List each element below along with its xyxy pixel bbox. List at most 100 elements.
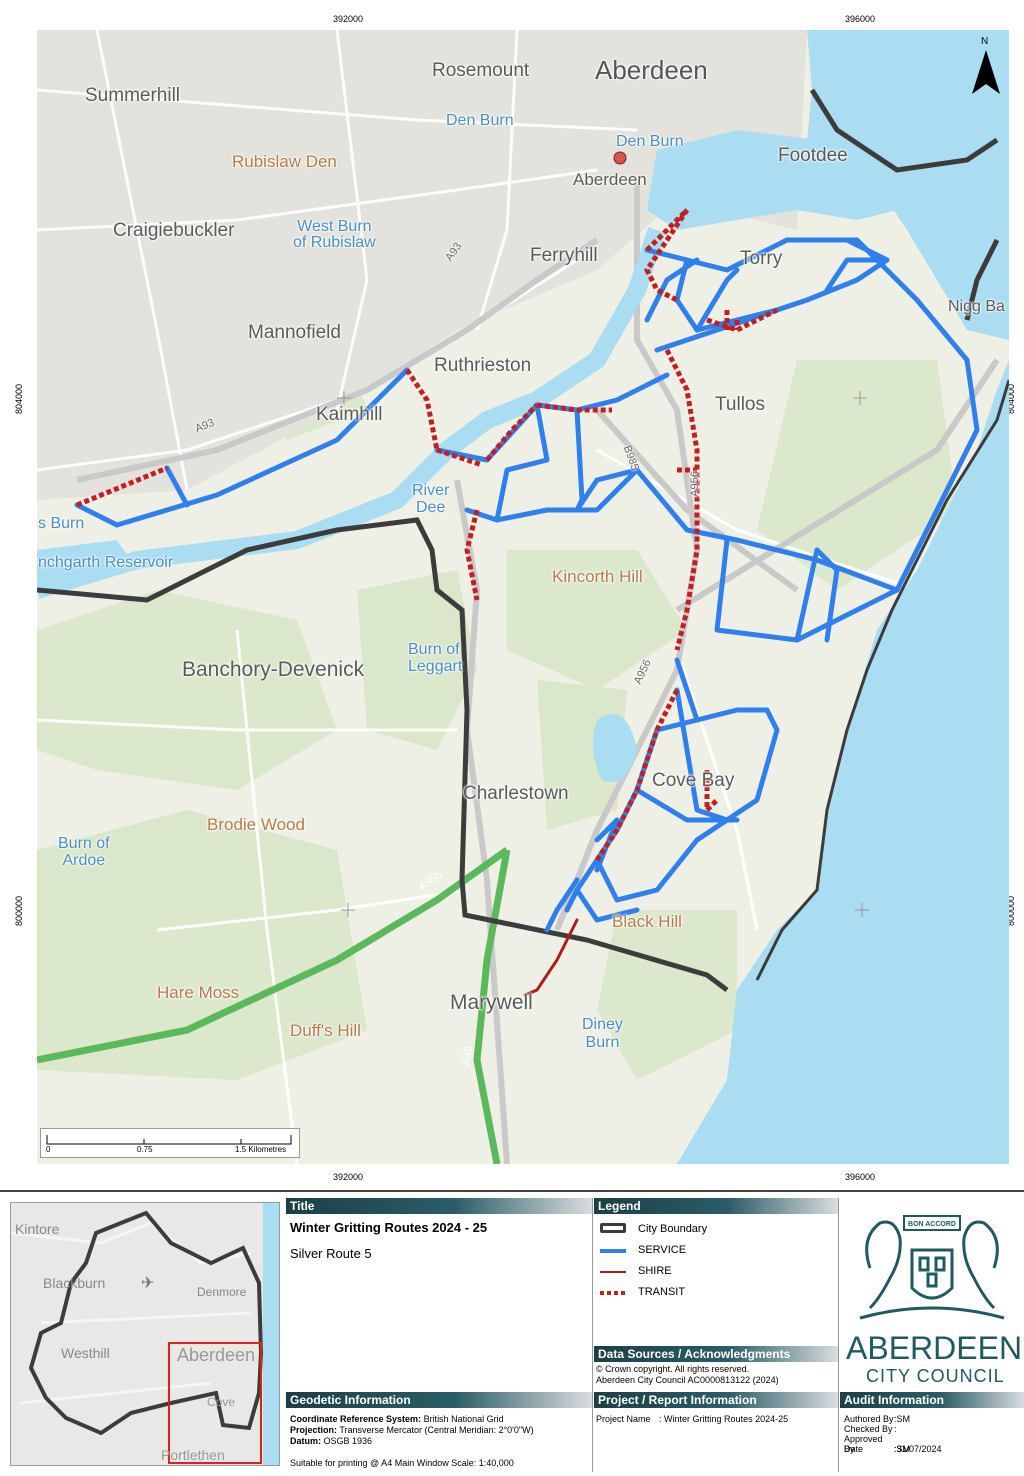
label-s-burn: s Burn	[38, 515, 85, 532]
datum-line: Datum: OSGB 1936	[290, 1436, 372, 1446]
geodetic-header: Geodetic Information	[286, 1392, 592, 1408]
project-box: Project / Report Information Project Nam…	[594, 1392, 839, 1472]
legend-symbol-service	[600, 1249, 626, 1253]
label-diney-burn: Diney Burn	[582, 1016, 623, 1052]
data-sources-box: Data Sources / Acknowledgments © Crown c…	[594, 1346, 839, 1392]
inchgarth-reservoir	[37, 540, 137, 590]
data-sources-line-1: © Crown copyright. All rights reserved.	[596, 1364, 750, 1374]
logo-aberdeen: ABERDEEN	[846, 1330, 1023, 1366]
logo-banner: BON ACCORD	[908, 1221, 956, 1228]
label-kaimhill: Kaimhill	[316, 404, 383, 425]
inset-label-westhill: Westhill	[61, 1345, 110, 1361]
map-canvas[interactable]	[37, 30, 1009, 1164]
audit-value-authored: :SM	[894, 1414, 911, 1424]
inset-label-blackburn: Blackburn	[43, 1275, 106, 1291]
inset-city-boundary	[28, 1210, 264, 1436]
label-marywell: Marywell	[450, 991, 533, 1014]
crs-value: British National Grid	[423, 1414, 504, 1424]
audit-value-checked: :	[894, 1424, 897, 1434]
crs-label: Coordinate Reference System:	[290, 1414, 422, 1424]
label-ferryhill: Ferryhill	[530, 245, 598, 266]
audit-value-approved: :SM	[894, 1444, 911, 1454]
label-ruthrieston: Ruthrieston	[434, 355, 532, 376]
audit-label-authored: Authored By	[844, 1414, 894, 1424]
inset-extent-box	[168, 1342, 262, 1464]
grid-label-bottom-396000: 396000	[845, 1172, 876, 1182]
harbour	[647, 130, 897, 230]
audit-value-date: :31/07/2024	[894, 1444, 942, 1454]
info-panel: Kintore Blackburn ✈ Denmore Westhill Abe…	[0, 1190, 1024, 1476]
label-west-burn-text: West Burn of Rubislaw	[293, 218, 376, 251]
projection-label: Projection:	[290, 1425, 338, 1435]
datum-label: Datum:	[290, 1436, 321, 1446]
legend-box: Legend City Boundary SERVICE SHIRE TRANS…	[594, 1198, 839, 1346]
label-duffs-hill: Duff's Hill	[290, 1021, 361, 1040]
logo-city-council: CITY COUNCIL	[866, 1366, 1005, 1386]
label-torry: Torry	[740, 248, 783, 269]
service-routes	[74, 237, 980, 933]
label-inchgarth-reservoir: nchgarth Reservoir	[38, 554, 174, 571]
legend-label-shire: SHIRE	[638, 1265, 672, 1277]
label-charlestown: Charlestown	[463, 783, 569, 804]
label-black-hill: Black Hill	[612, 912, 682, 931]
label-summerhill: Summerhill	[85, 85, 181, 106]
inset-map: Kintore Blackburn ✈ Denmore Westhill Abe…	[10, 1202, 280, 1466]
label-nigg-bay: Nigg Ba	[948, 298, 1005, 315]
label-mannofield: Mannofield	[248, 322, 341, 343]
coastline	[755, 379, 1009, 981]
audit-label-approved: Approved By	[844, 1434, 883, 1454]
label-river-dee-text: River Dee	[412, 482, 450, 516]
legend-symbol-transit	[600, 1291, 626, 1295]
sea	[677, 30, 1009, 1164]
grid-label-top-392000: 392000	[333, 14, 364, 24]
aberdeen-city-marker[interactable]	[613, 151, 627, 165]
label-hare-moss: Hare Moss	[157, 983, 240, 1002]
label-burn-of-ardoe-text: Burn of Ardoe	[58, 835, 110, 869]
inset-label-denmore: Denmore	[197, 1285, 247, 1299]
label-aberdeen-station: Aberdeen	[573, 170, 647, 189]
title-box: Title Winter Gritting Routes 2024 - 25 S…	[286, 1198, 593, 1394]
map-frame: 392000 396000 392000 396000 804000 80000…	[14, 14, 1016, 1182]
north-arrow-icon: N	[966, 36, 1006, 98]
legend-symbol-city-boundary	[600, 1223, 626, 1233]
label-banchory-devenick: Banchory-Devenick	[182, 658, 365, 681]
grid-label-left-804000: 804000	[14, 383, 25, 415]
scale-label-075: 0.75	[137, 1145, 153, 1154]
label-footdee: Footdee	[778, 145, 848, 166]
label-diney-burn-text: Diney Burn	[582, 1016, 623, 1051]
label-west-burn: West Burn of Rubislaw	[293, 219, 376, 251]
audit-label-date: Date	[844, 1444, 864, 1454]
label-river-dee: River Dee	[412, 482, 449, 516]
legend-label-service: SERVICE	[638, 1244, 687, 1256]
printing-info: Suitable for printing @ A4 Main Window S…	[290, 1458, 514, 1468]
label-cove-bay: Cove Bay	[652, 770, 735, 791]
label-den-burn-2: Den Burn	[616, 133, 684, 150]
coat-of-arms-icon: BON ACCORD	[859, 1215, 1005, 1320]
river-dee	[37, 227, 666, 599]
grid-label-top-396000: 396000	[845, 14, 876, 24]
inset-label-aberdeen: Aberdeen	[177, 1345, 256, 1365]
legend-symbol-shire	[600, 1271, 626, 1273]
datum-value: OSGB 1936	[323, 1436, 373, 1446]
scale-label-0: 0	[46, 1145, 51, 1154]
label-craigiebuckler: Craigiebuckler	[113, 220, 235, 241]
council-logo: BON ACCORD ABERDEEN CITY COUNCIL	[840, 1198, 1024, 1388]
legend-header: Legend	[594, 1198, 838, 1214]
road-label-a956-north: A956	[688, 471, 701, 497]
audit-row-checked: Checked By:	[844, 1424, 897, 1434]
audit-row-authored: Authored By:SM	[844, 1414, 910, 1424]
urban-area	[37, 30, 807, 500]
map-subtitle: Silver Route 5	[290, 1246, 372, 1261]
geodetic-box: Geodetic Information Coordinate Referenc…	[286, 1392, 593, 1472]
label-tullos: Tullos	[715, 394, 765, 415]
loirston-loch	[593, 714, 637, 782]
scale-label-15: 1.5 Kilometres	[235, 1145, 287, 1154]
audit-box: Audit Information Authored By:SM Checked…	[840, 1392, 1024, 1472]
label-rubislaw-den: Rubislaw Den	[232, 152, 337, 171]
title-header: Title	[286, 1198, 592, 1214]
crs-line: Coordinate Reference System: British Nat…	[290, 1414, 504, 1424]
map-title: Winter Gritting Routes 2024 - 25	[290, 1220, 488, 1235]
legend-label-transit: TRANSIT	[638, 1286, 686, 1298]
audit-label-checked: Checked By	[844, 1424, 893, 1434]
project-name-value: : Winter Gritting Routes 2024-25	[659, 1414, 789, 1424]
